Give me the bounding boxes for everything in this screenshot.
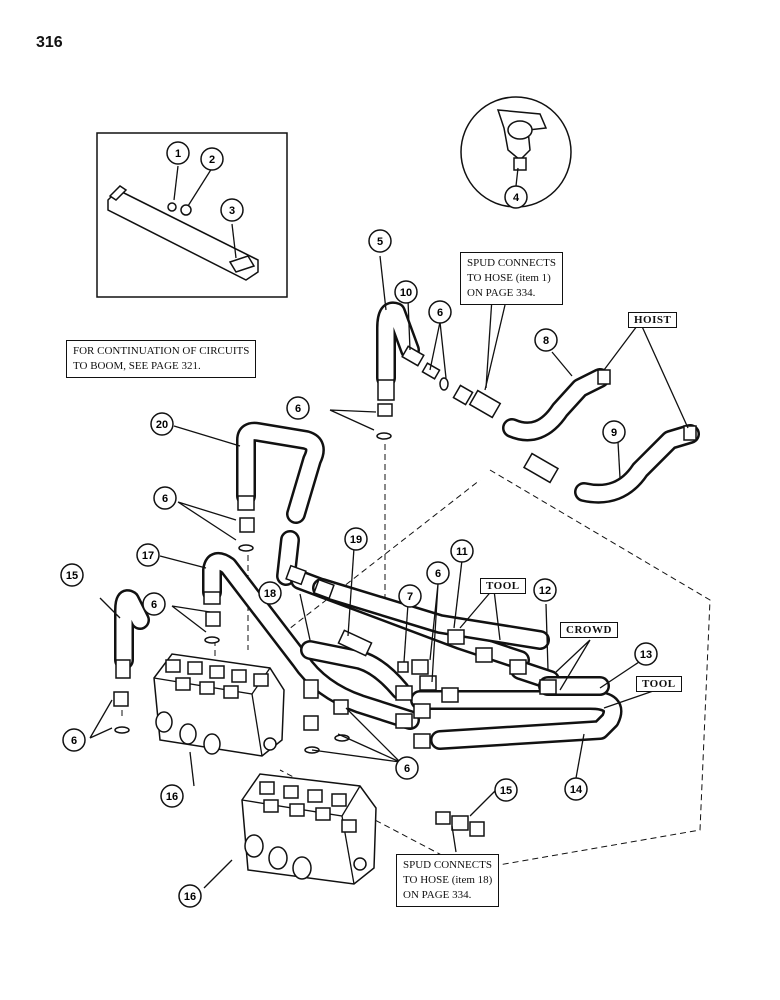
control-valve-upper (153, 653, 285, 757)
callout-text: 6 (404, 763, 410, 775)
callout-6c (153, 486, 177, 510)
control-valve-lower (241, 773, 377, 885)
callout-14 (564, 777, 588, 801)
callout-1 (166, 141, 190, 165)
callout-6g (62, 728, 86, 752)
callout-text: 6 (437, 307, 443, 319)
fittings (113, 345, 697, 837)
callout-12 (533, 578, 557, 602)
callout-17 (136, 543, 160, 567)
callout-text: 12 (539, 585, 551, 597)
callout-text: 16 (184, 891, 196, 903)
callout-15a (60, 563, 84, 587)
note-spud-top: SPUD CONNECTS TO HOSE (item 1) ON PAGE 3… (460, 252, 563, 305)
callout-6d (426, 561, 450, 585)
callout-text: 15 (66, 570, 78, 582)
callout-7 (398, 584, 422, 608)
callout-19 (344, 527, 368, 551)
callout-text: 20 (156, 419, 168, 431)
callout-text: 16 (166, 791, 178, 803)
callout-3 (220, 198, 244, 222)
callout-16b (178, 884, 202, 908)
callout-numbers: 1 2 3 4 5 10 6 8 9 6 20 6 17 19 11 6 15 … (66, 148, 652, 903)
tag-tool-upper: TOOL (480, 578, 526, 594)
callout-circles (60, 141, 658, 908)
callout-text: 19 (350, 534, 362, 546)
callout-text: 18 (264, 588, 276, 600)
callout-text: 7 (407, 591, 413, 603)
callout-text: 6 (151, 599, 157, 611)
callout-text: 6 (71, 735, 77, 747)
callout-8 (534, 328, 558, 352)
callout-6e (142, 592, 166, 616)
callout-6a (428, 300, 452, 324)
callout-6b (286, 396, 310, 420)
callout-text: 5 (377, 236, 383, 248)
callout-text: 14 (570, 784, 583, 796)
callout-text: 17 (142, 550, 154, 562)
hydraulic-lines (114, 301, 700, 750)
callout-text: 2 (209, 154, 215, 166)
callout-text: 3 (229, 205, 235, 217)
callout-9 (602, 420, 626, 444)
callout-5 (368, 229, 392, 253)
callout-18 (258, 581, 282, 605)
callout-20 (150, 412, 174, 436)
callout-11 (450, 539, 474, 563)
callout-10 (394, 280, 418, 304)
tag-tool-lower: TOOL (636, 676, 682, 692)
tag-hoist: HOIST (628, 312, 678, 328)
tag-crowd: CROWD (560, 622, 618, 638)
leader-lines (89, 165, 689, 889)
callout-text: 10 (400, 287, 412, 299)
callout-text: 6 (295, 403, 301, 415)
callout-text: 11 (456, 546, 468, 558)
callout-text: 9 (611, 427, 617, 439)
callout-text: 15 (500, 785, 512, 797)
callout-6f (395, 756, 419, 780)
callout-4 (504, 185, 528, 209)
callout-text: 13 (640, 649, 652, 661)
callout-text: 8 (543, 335, 549, 347)
callout-text: 4 (513, 192, 520, 204)
callout-2 (200, 147, 224, 171)
bracket-inset (96, 132, 288, 298)
callout-13 (634, 642, 658, 666)
note-continuation: FOR CONTINUATION OF CIRCUITS TO BOOM, SE… (66, 340, 257, 378)
callout-text: 1 (175, 148, 181, 160)
page-number: 316 (36, 34, 63, 51)
callout-15b (494, 778, 518, 802)
callout-text: 6 (162, 493, 168, 505)
note-spud-bottom: SPUD CONNECTS TO HOSE (item 18) ON PAGE … (396, 854, 500, 907)
callout-text: 6 (435, 568, 441, 580)
callout-16a (160, 784, 184, 808)
